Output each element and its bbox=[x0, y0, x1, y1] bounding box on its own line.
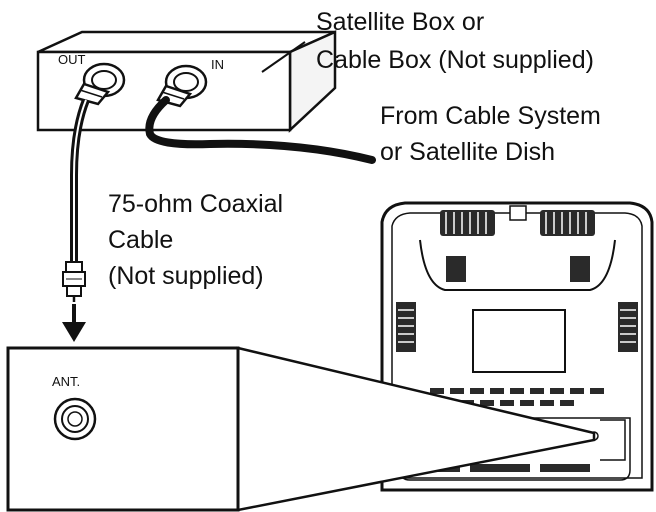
box-caption-line-2: Cable Box (Not supplied) bbox=[316, 46, 594, 74]
tv-antenna-panel bbox=[6, 346, 240, 512]
ant-label: ANT. bbox=[52, 374, 80, 389]
cable-caption-line-3: (Not supplied) bbox=[108, 262, 264, 290]
box-caption-line-1: Satellite Box or bbox=[316, 8, 484, 36]
cable-caption-line-1: 75-ohm Coaxial bbox=[108, 190, 283, 218]
arrow-down-icon bbox=[62, 304, 86, 342]
incoming-cable bbox=[145, 96, 376, 164]
cable-caption-line-2: Cable bbox=[108, 226, 173, 254]
in-label: IN bbox=[211, 57, 224, 72]
out-port bbox=[74, 62, 126, 106]
box-leader-line bbox=[261, 41, 306, 73]
source-caption-line-2: or Satellite Dish bbox=[380, 138, 555, 166]
coax-cable-icon bbox=[62, 98, 90, 302]
out-label: OUT bbox=[58, 52, 86, 67]
rf-connector-icon bbox=[53, 397, 97, 441]
source-caption-line-1: From Cable System bbox=[380, 102, 601, 130]
